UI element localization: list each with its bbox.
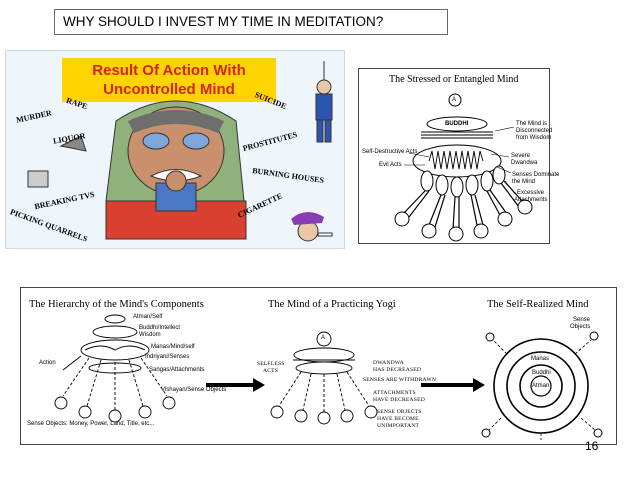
tv-icon <box>27 170 49 188</box>
hierarchy-sangas: Sangas/Attachments <box>149 367 205 373</box>
hierarchy-indriyani: Indriyani/Senses <box>145 354 190 360</box>
yogi-objects-2: HAVE BECOME <box>377 416 419 422</box>
stressed-disconnected-2: Disconnected <box>516 128 553 134</box>
stressed-excessive-2: Attachments <box>514 197 548 203</box>
desk-figure <box>105 170 247 240</box>
yogi-objects-1: SENSE OBJECTS <box>377 409 422 415</box>
stressed-senses-1: Senses Dominate <box>512 172 560 178</box>
arrow-right-2 <box>421 378 485 392</box>
stressed-severe-1: Severe <box>511 153 531 159</box>
stressed-disconnected-1: The Mind is <box>516 121 548 127</box>
hierarchy-action: Action <box>39 360 56 366</box>
stressed-mind-drawing <box>394 93 533 242</box>
cartoon-panel: Result Of Action With Uncontrolled Mind <box>5 50 345 249</box>
smoker-figure <box>291 211 333 242</box>
realized-atman: Atman <box>532 383 550 389</box>
cartoon-illustration <box>27 61 333 242</box>
hierarchy-atman: Atman/Self <box>133 314 163 320</box>
hierarchy-sense-objects: Sense Objects: Money, Power, Land, Title… <box>27 421 155 427</box>
angry-man-figure <box>105 100 245 212</box>
stressed-evil-acts: Evil Acts <box>379 162 402 168</box>
stressed-self-destructive: Self-Destructive Acts <box>362 149 418 155</box>
yogi-selfless-1: SELFLESS <box>257 361 285 367</box>
realized-title: The Self-Realized Mind <box>487 299 589 310</box>
yogi-dwandwa-1: DWANDWA <box>373 360 404 366</box>
cartoon-banner: Result Of Action With Uncontrolled Mind <box>62 58 276 102</box>
hierarchy-buddhi-2: Wisdom <box>139 332 161 338</box>
yogi-title: The Mind of a Practicing Yogi <box>268 299 396 310</box>
yogi-dwandwa-2: HAS DECREASED <box>373 367 422 373</box>
yogi-attach-2: HAVE DECREASED <box>373 397 425 403</box>
hammer-icon <box>59 135 87 152</box>
realized-manas: Manas <box>531 356 550 362</box>
slide-title-text: WHY SHOULD I INVEST MY TIME IN MEDITATIO… <box>63 14 384 29</box>
mind-states-drawing <box>54 314 603 440</box>
yogi-a-letter: A <box>321 335 326 341</box>
yogi-attach-1: ATTACHMENTS <box>373 390 416 396</box>
hierarchy-drawing <box>54 314 176 423</box>
yogi-drawing <box>270 331 378 425</box>
stressed-severe-2: Dwandwa <box>511 160 538 166</box>
stressed-mind-title: The Stressed or Entangled Mind <box>389 74 519 85</box>
hierarchy-manas: Manas/Mind/self <box>151 344 195 350</box>
hierarchy-buddhi-1: Buddhi/Intellect <box>139 325 181 331</box>
hierarchy-title: The Hierarchy of the Mind's Components <box>29 299 204 310</box>
stressed-excessive-1: Excessive <box>517 190 545 196</box>
stressed-buddhi: BUDDHI <box>445 121 469 127</box>
mind-states-panel: The Hierarchy of the Mind's Components A… <box>20 287 617 445</box>
banner-line-1: Result Of Action With <box>92 62 246 79</box>
stressed-mind-panel: The Stressed or Entangled Mind <box>358 68 559 244</box>
realized-buddhi: Buddhi <box>532 370 551 376</box>
hierarchy-vishayan: Vishayan/Sense Objects <box>161 387 227 393</box>
stressed-a-letter: A <box>452 97 457 103</box>
yogi-selfless-2: ACTS <box>263 368 279 374</box>
stressed-senses-2: the Mind <box>512 179 536 185</box>
arrow-right-1 <box>206 378 265 392</box>
banner-line-2: Uncontrolled Mind <box>103 81 235 98</box>
hanging-man-figure <box>315 61 333 143</box>
realized-sense-2: Objects <box>570 324 591 330</box>
page-number: 16 <box>585 439 599 453</box>
stressed-disconnected-3: from Wisdom <box>516 135 552 141</box>
realized-drawing <box>481 331 603 440</box>
realized-sense-1: Sense <box>573 317 591 323</box>
yogi-objects-3: UNIMPORTANT <box>377 423 420 429</box>
slide-title: WHY SHOULD I INVEST MY TIME IN MEDITATIO… <box>54 9 448 35</box>
yogi-senses: SENSES ARE WITHDRAWN <box>363 377 437 383</box>
